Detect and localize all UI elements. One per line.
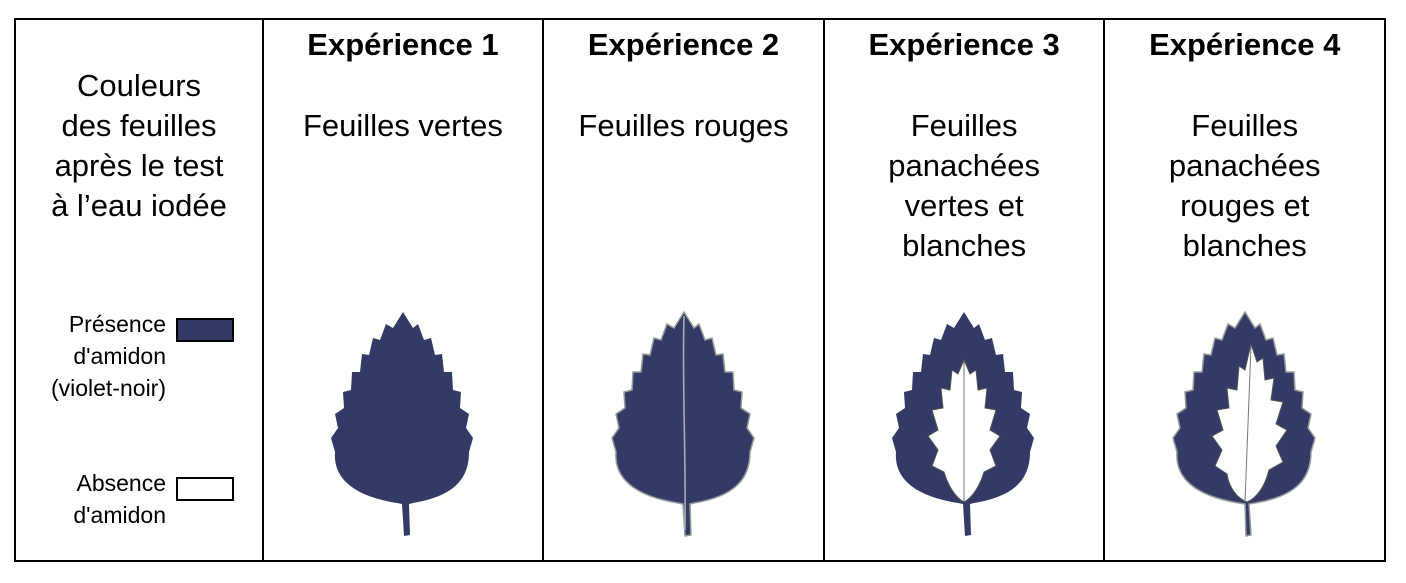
legend-column: Couleurs des feuilles après le test à l’… xyxy=(16,20,262,560)
variegated-leaf-icon xyxy=(1171,310,1316,537)
experiment-4-column: Expérience 4 Feuilles panachées rouges e… xyxy=(1103,20,1384,560)
starch-absent-swatch xyxy=(176,477,234,501)
experiment-1-title: Expérience 1 xyxy=(307,27,499,62)
legend-title: Couleurs des feuilles après le test à l’… xyxy=(51,68,227,223)
experiment-1-column: Expérience 1 Feuilles vertes xyxy=(261,20,543,560)
experiment-3-column: Expérience 3 Feuilles panachées vertes e… xyxy=(822,20,1104,560)
experiment-3-title: Expérience 3 xyxy=(868,27,1060,62)
legend-label-starch-absent: Absence d'amidon xyxy=(73,470,166,528)
results-table: Couleurs des feuilles après le test à l’… xyxy=(14,18,1386,562)
full-starch-leaf-icon xyxy=(330,312,473,536)
starch-present-swatch xyxy=(176,318,234,342)
full-starch-leaf-icon xyxy=(610,310,755,537)
experiment-4-description: Feuilles panachées rouges et blanches xyxy=(1168,108,1321,263)
experiment-2-title: Expérience 2 xyxy=(587,27,780,62)
legend-label-starch-present: Présence d'amidon (violet-noir) xyxy=(50,311,166,401)
experiment-2-description: Feuilles rouges xyxy=(578,108,789,143)
variegated-leaf-icon xyxy=(892,312,1035,536)
experiment-3-description: Feuilles panachées vertes et blanches xyxy=(888,108,1040,263)
experiment-1-description: Feuilles vertes xyxy=(303,108,503,143)
experiment-2-column: Expérience 2 Feuilles rouges xyxy=(542,20,823,560)
experiment-4-title: Expérience 4 xyxy=(1149,27,1341,62)
